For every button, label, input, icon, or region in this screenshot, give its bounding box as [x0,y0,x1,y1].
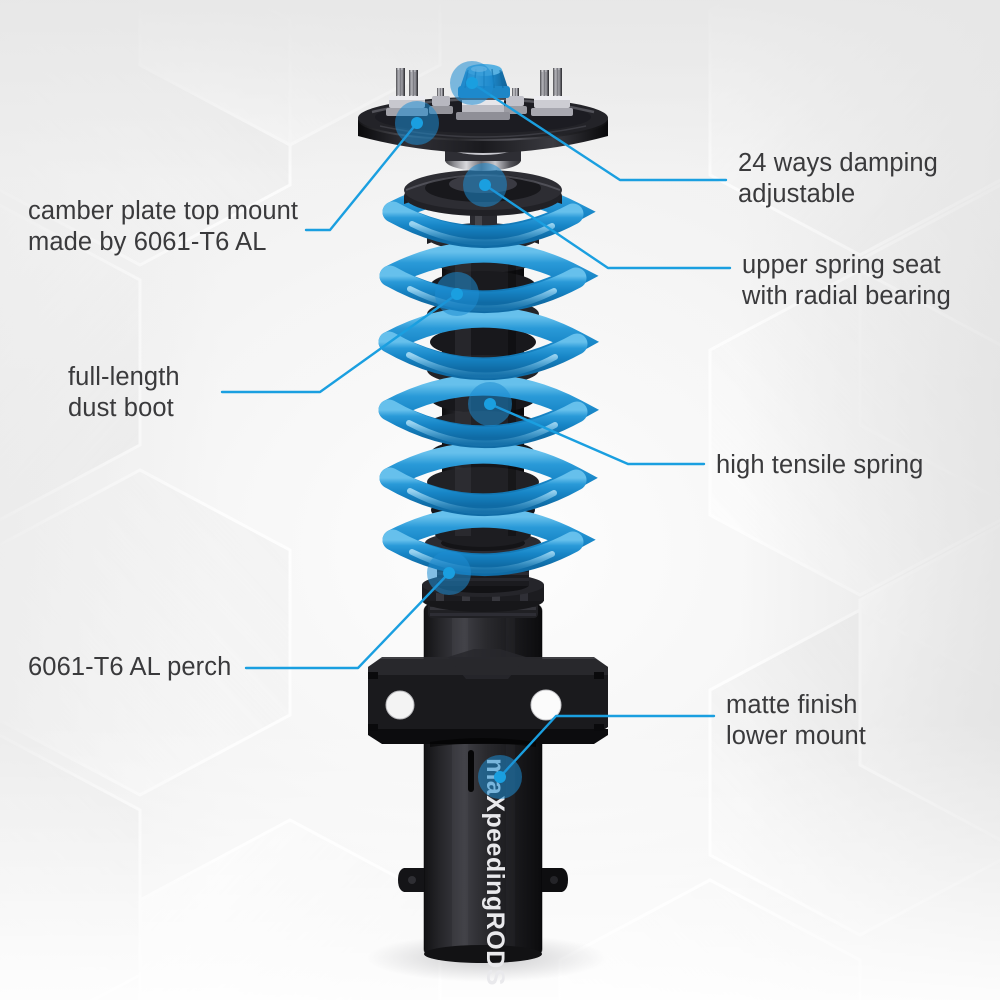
callout-marker-24-ways-damping-adjustable[interactable] [450,61,494,105]
callout-label-camber-plate-top-mount: camber plate top mount made by 6061-T6 A… [28,197,299,257]
callout-label-full-length-dust-boot: full-length dust boot [68,363,180,423]
callout-label-upper-spring-seat: upper spring seat with radial bearing [742,251,951,311]
callout-marker-matte-finish-lower-mount[interactable] [478,755,522,799]
callout-marker-full-length-dust-boot[interactable] [435,272,479,316]
callout-label-high-tensile-spring: high tensile spring [716,451,924,479]
callout-marker-6061-t6-al-perch[interactable] [427,551,471,595]
callout-marker-camber-plate-top-mount[interactable] [395,101,439,145]
callout-label-6061-t6-al-perch: 6061-T6 AL perch [28,653,232,681]
callout-label-matte-finish-lower-mount: matte finish lower mount [726,691,866,751]
callout-marker-high-tensile-spring[interactable] [468,382,512,426]
callout-marker-upper-spring-seat[interactable] [463,163,507,207]
callout-label-24-ways-damping-adjustable: 24 ways damping adjustable [738,149,938,209]
